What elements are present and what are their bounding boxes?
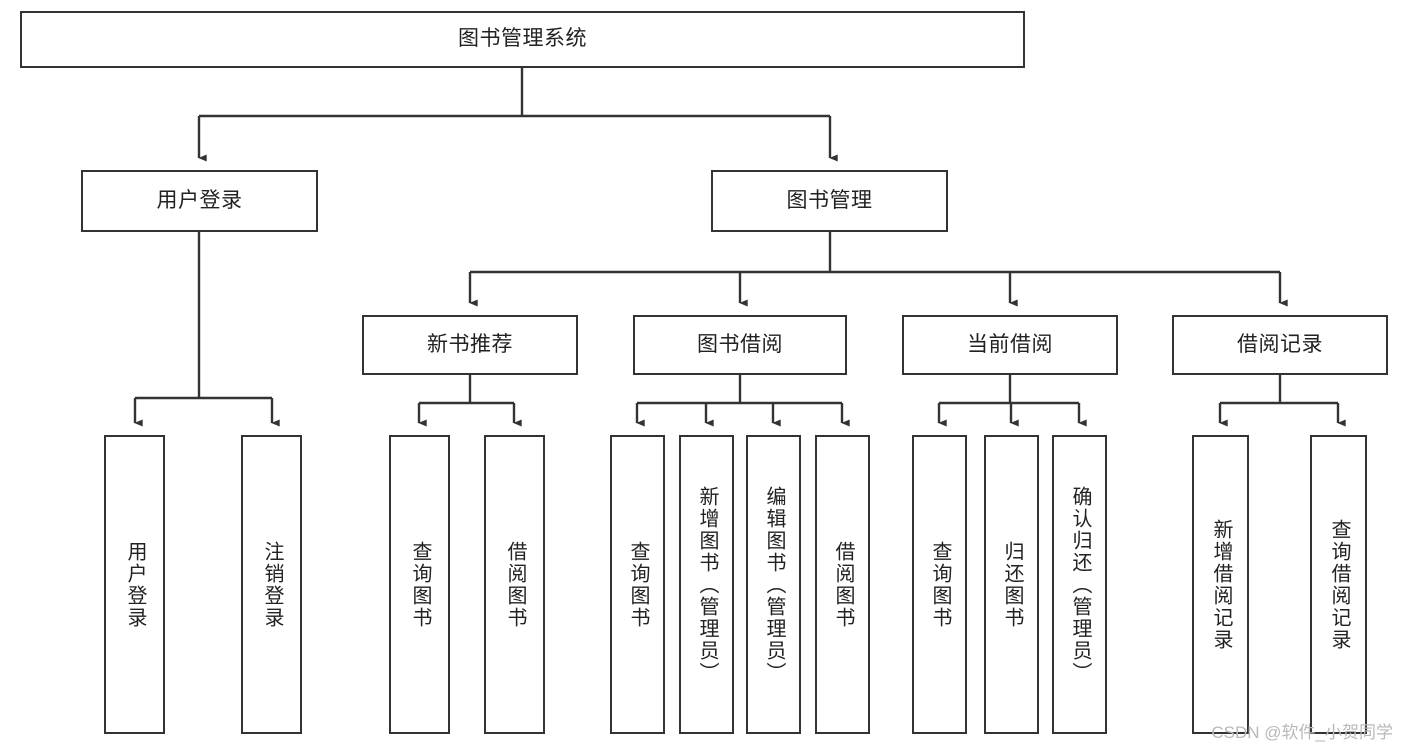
- node-leaf-confirm-return-label: 确认归还（管理员）: [1069, 485, 1091, 684]
- node-borrow-record-label: 借阅记录: [1237, 332, 1323, 356]
- watermark: CSDN @软件_小贺同学: [1211, 723, 1393, 742]
- node-root[interactable]: 图书管理系统: [20, 11, 1025, 68]
- node-user-login[interactable]: 用户登录: [81, 170, 318, 232]
- node-leaf-add-record[interactable]: 新增借阅记录: [1192, 435, 1249, 734]
- node-leaf-borrow-book-1-label: 借阅图书: [504, 540, 526, 629]
- node-leaf-borrow-book-2-label: 借阅图书: [832, 540, 854, 629]
- node-new-book-recommend[interactable]: 新书推荐: [362, 315, 578, 375]
- node-user-login-label: 用户登录: [156, 188, 243, 212]
- node-book-borrow[interactable]: 图书借阅: [633, 315, 847, 375]
- node-leaf-query-book-2[interactable]: 查询图书: [610, 435, 665, 734]
- node-leaf-user-login-label: 用户登录: [124, 540, 146, 629]
- node-leaf-add-record-label: 新增借阅记录: [1210, 518, 1232, 651]
- node-leaf-query-book-3-label: 查询图书: [929, 540, 951, 629]
- node-leaf-query-book-1-label: 查询图书: [409, 540, 431, 629]
- node-leaf-add-book[interactable]: 新增图书（管理员）: [679, 435, 734, 734]
- node-leaf-query-book-3[interactable]: 查询图书: [912, 435, 967, 734]
- node-leaf-edit-book-label: 编辑图书（管理员）: [763, 485, 785, 684]
- node-leaf-confirm-return[interactable]: 确认归还（管理员）: [1052, 435, 1107, 734]
- node-leaf-logout[interactable]: 注销登录: [241, 435, 302, 734]
- node-book-manage[interactable]: 图书管理: [711, 170, 948, 232]
- node-leaf-query-record-label: 查询借阅记录: [1328, 518, 1350, 651]
- node-leaf-query-record[interactable]: 查询借阅记录: [1310, 435, 1367, 734]
- node-leaf-borrow-book-2[interactable]: 借阅图书: [815, 435, 870, 734]
- node-leaf-user-login[interactable]: 用户登录: [104, 435, 165, 734]
- node-book-borrow-label: 图书借阅: [697, 332, 783, 356]
- node-leaf-return-book-label: 归还图书: [1001, 540, 1023, 629]
- node-leaf-query-book-1[interactable]: 查询图书: [389, 435, 450, 734]
- node-root-label: 图书管理系统: [458, 27, 587, 51]
- node-current-borrow-label: 当前借阅: [967, 332, 1053, 356]
- node-new-book-recommend-label: 新书推荐: [427, 332, 513, 356]
- node-current-borrow[interactable]: 当前借阅: [902, 315, 1118, 375]
- node-leaf-query-book-2-label: 查询图书: [627, 540, 649, 629]
- node-leaf-borrow-book-1[interactable]: 借阅图书: [484, 435, 545, 734]
- node-leaf-logout-label: 注销登录: [261, 540, 283, 629]
- node-leaf-add-book-label: 新增图书（管理员）: [696, 485, 718, 684]
- node-leaf-return-book[interactable]: 归还图书: [984, 435, 1039, 734]
- node-leaf-edit-book[interactable]: 编辑图书（管理员）: [746, 435, 801, 734]
- node-book-manage-label: 图书管理: [786, 188, 873, 212]
- node-borrow-record[interactable]: 借阅记录: [1172, 315, 1388, 375]
